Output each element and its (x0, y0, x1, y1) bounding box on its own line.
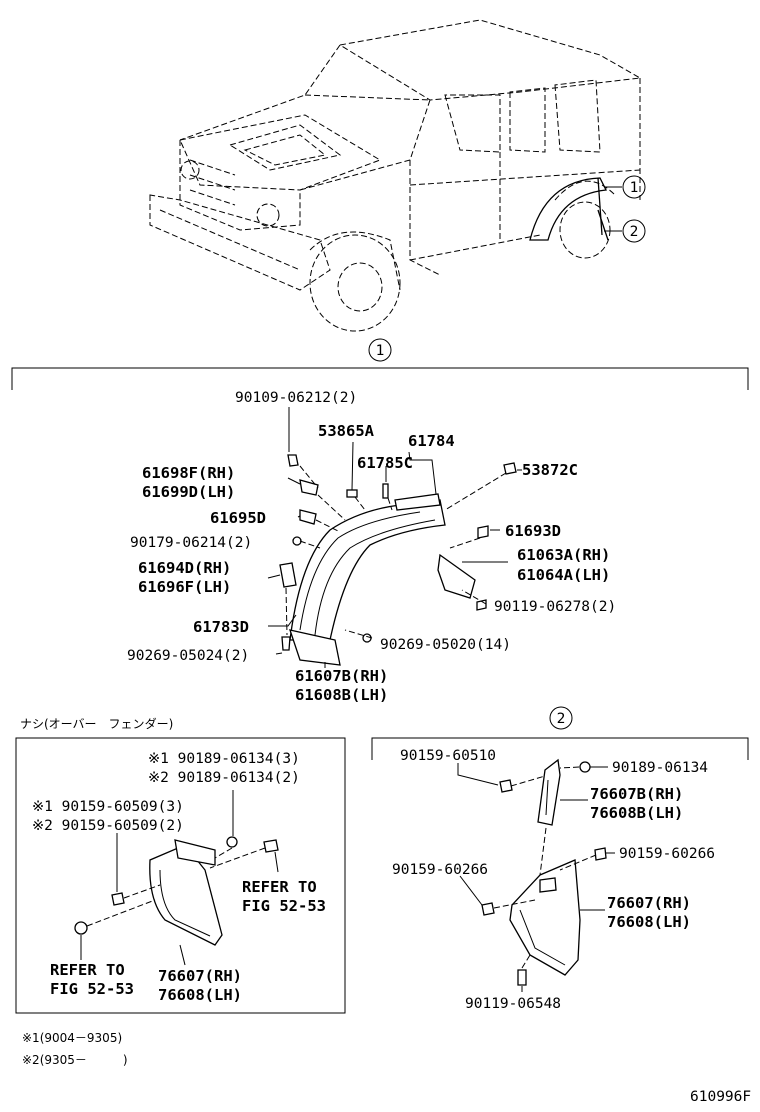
label-76607B: 76607B(RH) (590, 785, 683, 803)
nashi-box (15, 737, 346, 1014)
label-61699D: 61699D(LH) (142, 483, 235, 501)
label-90109-06212: 90109-06212(2) (235, 390, 357, 406)
vehicle-illustration (149, 19, 642, 332)
label-90119-06278: 90119-06278(2) (494, 599, 616, 615)
label-n-90189-06134-1: ※1 90189-06134(3) (148, 751, 300, 767)
label-76607: 76607(RH) (607, 894, 691, 912)
section-1-header: 1 (11, 338, 749, 390)
label-61785C: 61785C (357, 454, 413, 472)
section-1-parts (267, 407, 522, 668)
label-n-90189-06134-2: ※2 90189-06134(2) (148, 770, 300, 786)
label-61608B: 61608B(LH) (295, 686, 388, 704)
label-90189-06134: 90189-06134 (612, 760, 708, 776)
label-61694D: 61694D(RH) (138, 559, 231, 577)
label-90159-60510: 90159-60510 (400, 748, 496, 764)
label-76608: 76608(LH) (607, 913, 691, 931)
nashi-parts (74, 790, 279, 966)
nashi-labels: ※1 90189-06134(3) ※2 90189-06134(2) ※1 9… (32, 751, 326, 1004)
label-90269-05024: 90269-05024(2) (127, 648, 249, 664)
figure-code: 610996F (690, 1089, 751, 1105)
label-n-90159-60509-1: ※1 90159-60509(3) (32, 799, 184, 815)
label-61693D: 61693D (505, 522, 561, 540)
label-53872C: 53872C (522, 461, 578, 479)
label-90179-06214: 90179-06214(2) (130, 535, 252, 551)
svg-text:2: 2 (557, 711, 566, 727)
label-fig-b: FIG 52-53 (50, 980, 134, 998)
section-2-header: 2 (371, 706, 749, 760)
label-90159-60266-b: 90159-60266 (392, 862, 488, 878)
label-61063A: 61063A(RH) (517, 546, 610, 564)
label-n-76607: 76607(RH) (158, 967, 242, 985)
note-2: ※2(9305－ ) (22, 1053, 128, 1067)
svg-text:1: 1 (376, 343, 385, 359)
label-61784: 61784 (408, 432, 455, 450)
label-53865A: 53865A (318, 422, 375, 440)
note-1: ※1(9004－9305) (22, 1031, 122, 1045)
callout-2-vehicle: 2 (604, 219, 646, 243)
label-fig-a: FIG 52-53 (242, 897, 326, 915)
label-61695D: 61695D (210, 509, 266, 527)
label-90119-06548: 90119-06548 (465, 996, 561, 1012)
label-n-76608: 76608(LH) (158, 986, 242, 1004)
section-2-parts (457, 758, 615, 992)
section-1-labels: 90109-06212(2) 53865A 61784 61785C 53872… (127, 390, 616, 704)
label-61696F: 61696F(LH) (138, 578, 231, 596)
label-61607B: 61607B(RH) (295, 667, 388, 685)
callout-1-vehicle: 1 (605, 175, 646, 199)
label-76608B: 76608B(LH) (590, 804, 683, 822)
label-61064A: 61064A(LH) (517, 566, 610, 584)
label-90159-60266-a: 90159-60266 (619, 846, 715, 862)
label-refer-to-a: REFER TO (242, 878, 317, 896)
label-refer-to-b: REFER TO (50, 961, 125, 979)
svg-text:1: 1 (630, 180, 639, 196)
nashi-title: ナシ(オーバー フェンダー) (20, 716, 173, 731)
label-n-90159-60509-2: ※2 90159-60509(2) (32, 818, 184, 834)
label-90269-05020: 90269-05020(14) (380, 637, 511, 653)
label-61783D: 61783D (193, 618, 249, 636)
svg-text:2: 2 (630, 224, 639, 240)
label-61698F: 61698F(RH) (142, 464, 235, 482)
section-2-labels: 90159-60510 90189-06134 76607B(RH) 76608… (392, 748, 715, 1012)
